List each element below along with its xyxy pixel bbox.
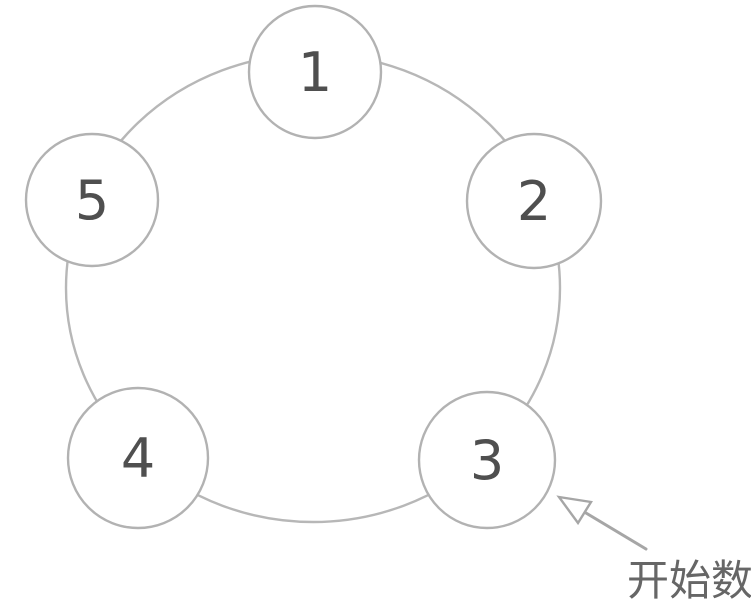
- node-5: 5: [24, 132, 160, 268]
- node-circle-4: [66, 386, 210, 530]
- node-label-1: 1: [298, 41, 332, 104]
- node-1: 1: [247, 4, 383, 140]
- arrow-shaft: [579, 508, 648, 551]
- node-label-2: 2: [517, 170, 551, 233]
- annotation-start-label: 开始数: [627, 556, 751, 603]
- node-circle-3: [417, 390, 557, 530]
- node-circle-1: [247, 4, 383, 140]
- node-label-5: 5: [75, 169, 109, 232]
- node-label-3: 3: [470, 429, 504, 492]
- node-circle-2: [465, 132, 603, 270]
- node-label-5-circle: [24, 132, 160, 268]
- start-arrow-icon: [556, 495, 648, 551]
- node-4: 4: [66, 386, 210, 530]
- node-3: 3: [417, 390, 557, 530]
- node-2: 2: [465, 132, 603, 270]
- arrow-head: [556, 495, 593, 526]
- node-label-4: 4: [121, 427, 155, 490]
